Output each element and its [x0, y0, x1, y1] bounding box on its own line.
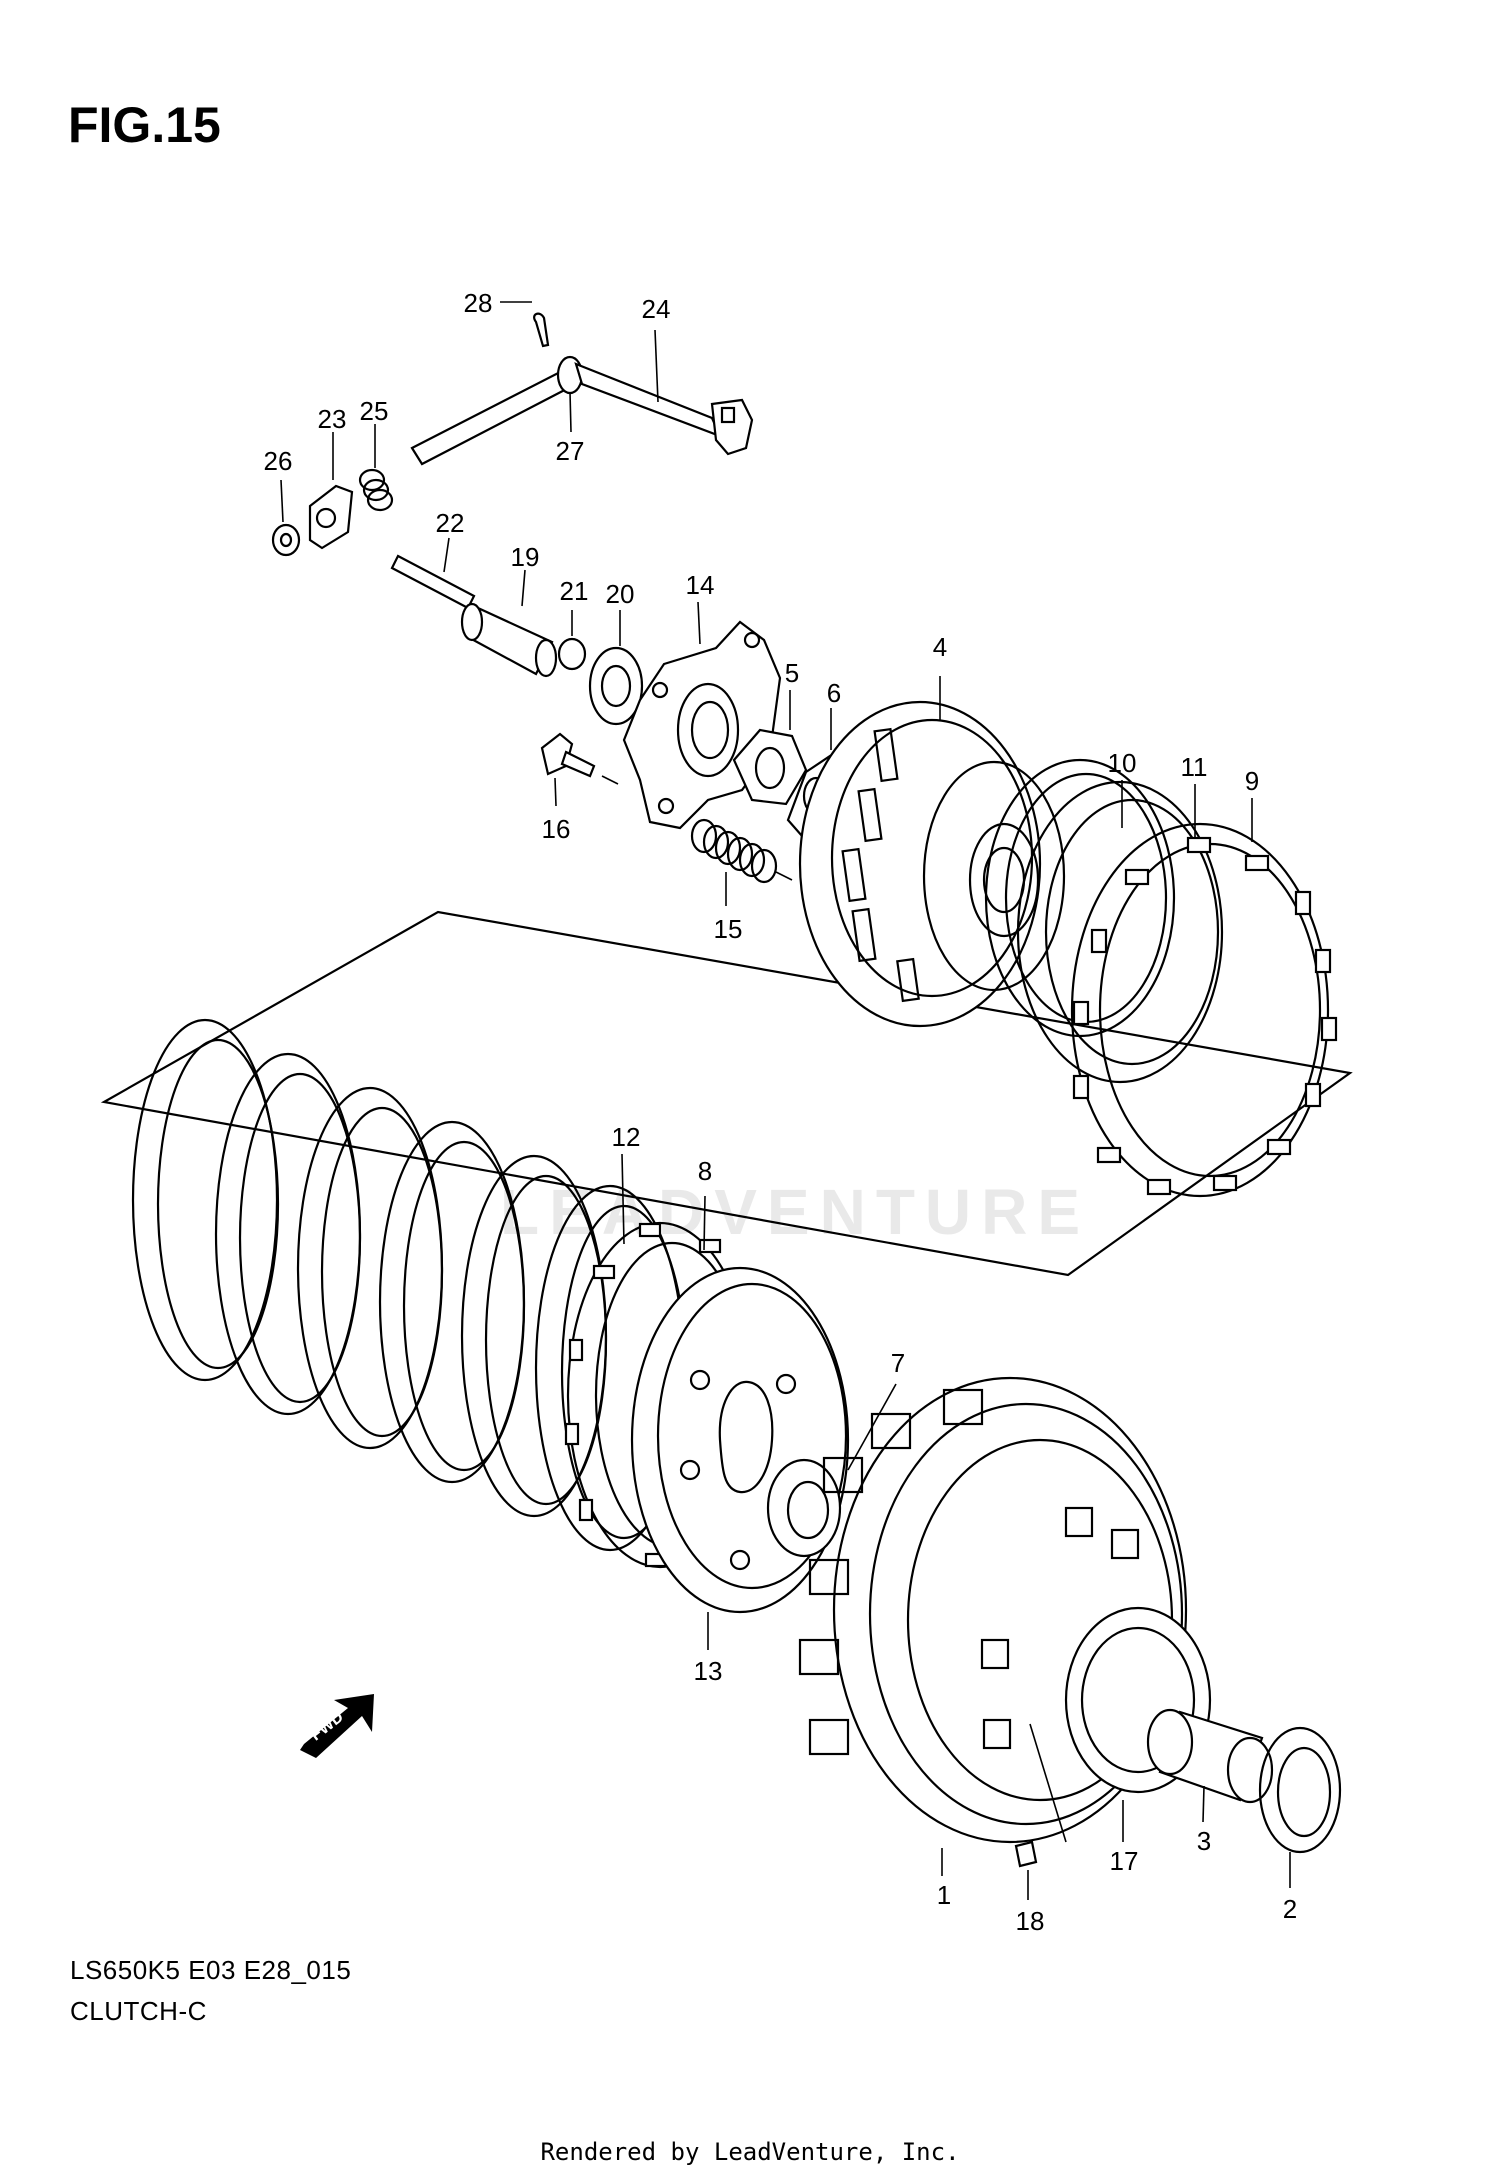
part-5-lock-nut[interactable]: [732, 690, 808, 806]
part-26-washer[interactable]: [271, 479, 301, 557]
part-12-plate-stack[interactable]: [131, 1018, 688, 1552]
part-11-spring-washer[interactable]: [1016, 780, 1224, 1084]
callout-8: 8: [698, 1156, 712, 1186]
callout-4: 4: [933, 632, 947, 662]
part-24-release-arm[interactable]: [410, 329, 754, 466]
callout-19: 19: [511, 542, 540, 572]
figure-title: FIG.15: [68, 97, 221, 153]
part-23-lever[interactable]: [308, 432, 354, 550]
callout-13: 13: [694, 1656, 723, 1686]
callout-26: 26: [264, 446, 293, 476]
callout-1: 1: [937, 1880, 951, 1910]
part-21-circlip[interactable]: [557, 610, 587, 671]
part-13-clutch-hub[interactable]: [630, 1266, 850, 1650]
model-code: LS650K5 E03 E28_015: [70, 1955, 352, 1985]
callout-2: 2: [1283, 1894, 1297, 1924]
callout-27: 27: [556, 436, 585, 466]
callout-22: 22: [436, 508, 465, 538]
callout-20: 20: [606, 579, 635, 609]
callout-17: 17: [1110, 1846, 1139, 1876]
plate-group-outline: [100, 910, 1353, 1277]
part-9-drive-plate[interactable]: [1070, 798, 1338, 1198]
part-25-spring[interactable]: [358, 424, 394, 512]
part-20-bearing[interactable]: [588, 610, 644, 726]
callout-3: 3: [1197, 1826, 1211, 1856]
callout-28: 28: [464, 288, 493, 318]
callout-25: 25: [360, 396, 389, 426]
callout-7: 7: [891, 1348, 905, 1378]
part-7-thrust-washer[interactable]: [766, 1383, 897, 1558]
callout-12: 12: [612, 1122, 641, 1152]
part-4-clutch-sleeve-hub[interactable]: [798, 676, 1066, 1028]
part-28-cotter-pin[interactable]: [500, 301, 550, 348]
part-2-thrust-washer[interactable]: [1258, 1726, 1342, 1888]
callout-6: 6: [827, 678, 841, 708]
callout-15: 15: [714, 914, 743, 944]
render-credit: Rendered by LeadVenture, Inc.: [540, 2138, 960, 2166]
callout-23: 23: [318, 404, 347, 434]
callout-16: 16: [542, 814, 571, 844]
part-3-spacer[interactable]: [1146, 1708, 1274, 1823]
part-19-release-sleeve[interactable]: [460, 569, 558, 678]
part-18-pin[interactable]: [1014, 1723, 1067, 1900]
callout-14: 14: [686, 570, 715, 600]
callout-18: 18: [1016, 1906, 1045, 1936]
callout-24: 24: [642, 294, 671, 324]
part-22-push-rod[interactable]: [390, 537, 476, 610]
part-16-bolt[interactable]: [540, 732, 619, 807]
section-name: CLUTCH-C: [70, 1996, 207, 2026]
fwd-arrow-icon: FWD: [300, 1694, 374, 1758]
callout-9: 9: [1245, 766, 1259, 796]
callout-5: 5: [785, 658, 799, 688]
callout-21: 21: [560, 576, 589, 606]
callout-10: 10: [1108, 748, 1137, 778]
callout-11: 11: [1181, 752, 1208, 782]
part-15-spring[interactable]: [690, 818, 793, 906]
